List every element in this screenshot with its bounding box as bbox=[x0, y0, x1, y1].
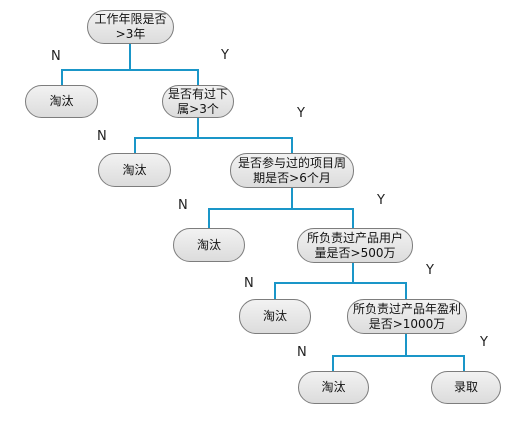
node-product-profit-text: 所负责过产品年盈利是否>1000万 bbox=[352, 301, 461, 331]
node-subordinates-text: 是否有过下属>3个 bbox=[167, 86, 228, 116]
leaf-eliminate-4-text: 淘汰 bbox=[262, 309, 287, 323]
connector-years bbox=[61, 44, 131, 86]
node-subordinates: 是否有过下属>3个 bbox=[162, 85, 234, 118]
node-project-duration-text: 是否参与过的项目周期是否>6个月 bbox=[237, 155, 346, 185]
label-yes-1: Y bbox=[221, 48, 229, 63]
connector-project-yes bbox=[292, 208, 354, 229]
leaf-eliminate-5-text: 淘汰 bbox=[321, 380, 346, 394]
label-yes-4: Y bbox=[426, 263, 434, 278]
connector-subordinates-yes bbox=[198, 137, 293, 154]
leaf-eliminate-1: 淘汰 bbox=[25, 85, 98, 118]
node-product-users: 所负责过产品用户量是否>500万 bbox=[297, 228, 413, 263]
leaf-hire: 录取 bbox=[431, 371, 501, 404]
connector-profit-yes bbox=[406, 355, 465, 372]
leaf-hire-text: 录取 bbox=[453, 380, 478, 394]
leaf-eliminate-4: 淘汰 bbox=[239, 299, 311, 334]
leaf-eliminate-1-text: 淘汰 bbox=[49, 94, 74, 108]
label-no-5: N bbox=[297, 345, 307, 360]
leaf-eliminate-2: 淘汰 bbox=[98, 153, 171, 187]
label-yes-3: Y bbox=[377, 193, 385, 208]
connector-years-yes bbox=[130, 69, 199, 86]
node-work-years-text: 工作年限是否>3年 bbox=[94, 12, 167, 41]
label-yes-2: Y bbox=[297, 106, 305, 121]
leaf-eliminate-3-text: 淘汰 bbox=[196, 237, 221, 252]
connector-users-yes bbox=[353, 282, 407, 300]
leaf-eliminate-3: 淘汰 bbox=[173, 228, 245, 262]
leaf-eliminate-5: 淘汰 bbox=[298, 371, 369, 404]
node-work-years: 工作年限是否>3年 bbox=[87, 10, 174, 44]
label-no-1: N bbox=[51, 49, 61, 64]
connector-profit bbox=[332, 334, 407, 372]
connector-project bbox=[208, 188, 293, 229]
leaf-eliminate-2-text: 淘汰 bbox=[122, 162, 147, 177]
label-no-2: N bbox=[97, 129, 107, 144]
label-no-3: N bbox=[178, 198, 188, 213]
node-product-users-text: 所负责过产品用户量是否>500万 bbox=[306, 230, 403, 260]
node-product-profit: 所负责过产品年盈利是否>1000万 bbox=[347, 299, 467, 334]
connector-subordinates bbox=[134, 117, 199, 154]
node-project-duration: 是否参与过的项目周期是否>6个月 bbox=[230, 153, 354, 188]
label-no-4: N bbox=[244, 276, 254, 291]
label-yes-5: Y bbox=[480, 335, 488, 350]
connector-users bbox=[274, 263, 354, 300]
